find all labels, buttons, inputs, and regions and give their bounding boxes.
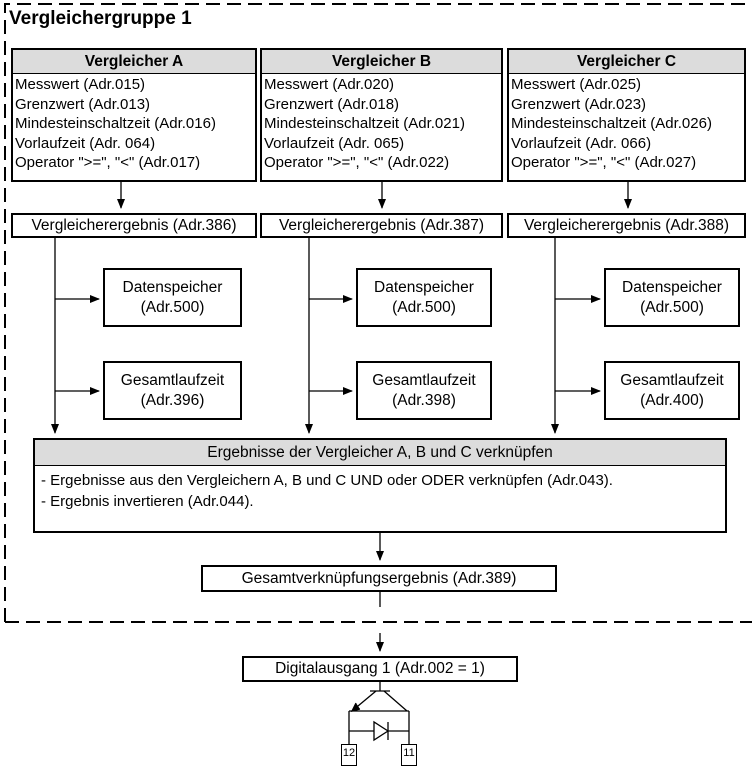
diode-icon	[349, 720, 409, 742]
datastore-b: Datenspeicher (Adr.500)	[356, 268, 492, 327]
param-line: Messwert (Adr.015)	[15, 76, 146, 93]
comparator-b-result: Vergleicherergebnis (Adr.387)	[260, 213, 503, 238]
runtime-label: Gesamtlaufzeit	[620, 371, 724, 389]
runtime-label: Gesamtlaufzeit	[372, 371, 476, 389]
datastore-label: Datenspeicher	[374, 278, 474, 296]
comparator-b-params: Messwert (Adr.020) Grenzwert (Adr.018) M…	[264, 75, 465, 173]
group-title: Vergleichergruppe 1	[9, 8, 192, 29]
param-line: Operator ">=", "<" (Adr.022)	[264, 154, 450, 172]
transistor-icon	[348, 681, 410, 744]
runtime-b: Gesamtlaufzeit (Adr.398)	[356, 361, 492, 420]
comparator-b-title: Vergleicher B	[262, 50, 501, 74]
datastore-address: (Adr.500)	[392, 298, 456, 316]
param-line: Messwert (Adr.020)	[264, 76, 395, 93]
param-line: Grenzwert (Adr.013)	[15, 95, 151, 113]
runtime-c: Gesamtlaufzeit (Adr.400)	[604, 361, 740, 420]
param-line: Mindesteinschaltzeit (Adr.026)	[511, 115, 712, 133]
datastore-address: (Adr.500)	[640, 298, 704, 316]
datastore-address: (Adr.500)	[140, 298, 205, 316]
runtime-address: (Adr.396)	[140, 391, 205, 409]
comparator-a-result: Vergleicherergebnis (Adr.386)	[11, 213, 257, 238]
param-line: Vorlaufzeit (Adr. 064)	[15, 134, 156, 152]
param-line: Vorlaufzeit (Adr. 066)	[511, 134, 652, 152]
comparator-c-title: Vergleicher C	[509, 50, 744, 74]
param-line: Vorlaufzeit (Adr. 065)	[264, 134, 405, 152]
runtime-label: Gesamtlaufzeit	[120, 371, 225, 389]
param-line: Grenzwert (Adr.018)	[264, 95, 400, 113]
combine-box: Ergebnisse der Vergleicher A, B und C ve…	[33, 438, 727, 533]
combine-options: - Ergebnisse aus den Vergleichern A, B u…	[41, 470, 613, 512]
datastore-label: Datenspeicher	[622, 278, 722, 296]
runtime-address: (Adr.398)	[392, 391, 456, 409]
digital-output: Digitalausgang 1 (Adr.002 = 1)	[242, 656, 518, 682]
comparator-a-title: Vergleicher A	[13, 50, 255, 74]
combine-line: - Ergebnisse aus den Vergleichern A, B u…	[41, 472, 613, 489]
param-line: Mindesteinschaltzeit (Adr.021)	[264, 115, 465, 133]
comparator-c-result: Vergleicherergebnis (Adr.388)	[507, 213, 746, 238]
param-line: Operator ">=", "<" (Adr.027)	[511, 154, 697, 172]
comparator-c-params: Messwert (Adr.025) Grenzwert (Adr.023) M…	[511, 75, 712, 173]
param-line: Grenzwert (Adr.023)	[511, 95, 647, 113]
datastore-label: Datenspeicher	[122, 278, 223, 296]
terminal-11: 11	[401, 744, 417, 766]
comparator-c-box: Vergleicher C Messwert (Adr.025) Grenzwe…	[507, 48, 746, 182]
combine-title: Ergebnisse der Vergleicher A, B und C ve…	[35, 440, 725, 466]
param-line: Mindesteinschaltzeit (Adr.016)	[15, 115, 216, 133]
runtime-a: Gesamtlaufzeit (Adr.396)	[103, 361, 242, 420]
param-line: Operator ">=", "<" (Adr.017)	[15, 154, 201, 172]
datastore-a: Datenspeicher (Adr.500)	[103, 268, 242, 327]
param-line: Messwert (Adr.025)	[511, 76, 642, 93]
group-frame	[4, 3, 752, 623]
total-result: Gesamtverknüpfungsergebnis (Adr.389)	[201, 565, 557, 592]
combine-line: - Ergebnis invertieren (Adr.044).	[41, 493, 254, 510]
comparator-a-box: Vergleicher A Messwert (Adr.015) Grenzwe…	[11, 48, 257, 182]
terminal-12: 12	[341, 744, 357, 766]
runtime-address: (Adr.400)	[640, 391, 704, 409]
comparator-a-params: Messwert (Adr.015) Grenzwert (Adr.013) M…	[15, 75, 216, 173]
comparator-b-box: Vergleicher B Messwert (Adr.020) Grenzwe…	[260, 48, 503, 182]
datastore-c: Datenspeicher (Adr.500)	[604, 268, 740, 327]
